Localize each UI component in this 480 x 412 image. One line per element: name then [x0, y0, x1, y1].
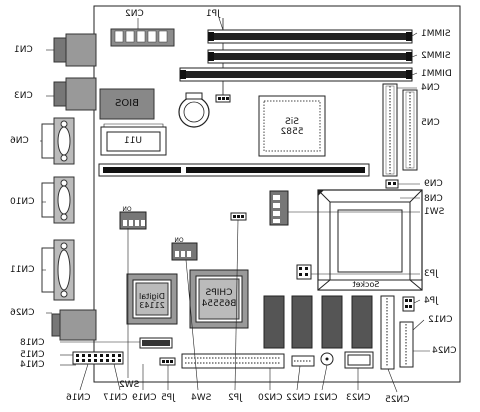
- sw2-switch: [119, 211, 147, 230]
- cn21-led: [320, 352, 334, 366]
- sw4-on-label: ON: [174, 237, 184, 244]
- label-cn1: CN1: [14, 45, 33, 55]
- label-cn5: CN5: [421, 118, 440, 128]
- memory-chips: [263, 295, 373, 349]
- label-cn14: CN14: [20, 360, 45, 370]
- cn14-16-headers: [72, 351, 124, 365]
- label-cn9: CN9: [424, 179, 443, 189]
- cn2-connector: [110, 28, 175, 47]
- cn26-port: [51, 309, 97, 341]
- sw1-switch: [269, 190, 289, 226]
- cpu-socket: [317, 189, 423, 291]
- cn25-connector: [380, 295, 395, 370]
- label-jp4: JP4: [424, 296, 438, 306]
- label-cn19: CN19: [132, 393, 157, 403]
- cn9-header: [385, 179, 399, 189]
- label-simm2: SIMM2: [421, 51, 451, 61]
- cn11-port: [41, 239, 75, 301]
- label-cn8: CN8: [424, 194, 443, 204]
- dimm1-slot: [179, 67, 413, 82]
- cn3-port: [53, 77, 97, 111]
- label-cn16: CN16: [66, 393, 91, 403]
- label-sw2: SW2: [119, 380, 140, 390]
- label-simm1: SIMM1: [421, 29, 451, 39]
- chips-label-line2: B65554: [201, 299, 237, 309]
- u11-chip: [100, 123, 167, 156]
- label-cn24: CN24: [432, 346, 457, 356]
- simm2-slot: [207, 49, 413, 64]
- jp5-jumper: [159, 357, 176, 366]
- digital-21143-chip: [126, 273, 178, 325]
- bios-label: BIOS: [114, 98, 140, 109]
- cn10-port: [41, 176, 75, 224]
- label-cn17: CN17: [103, 393, 128, 403]
- label-jp3: JP3: [424, 269, 438, 279]
- bios-chip: [99, 88, 155, 120]
- expansion-slot: [98, 163, 370, 177]
- sis-label-line1: SiS: [285, 117, 299, 127]
- jp2-jumper: [230, 212, 247, 221]
- label-cn3: CN3: [14, 91, 33, 101]
- label-cn2: CN2: [125, 9, 144, 19]
- label-dimm1: DIMM1: [421, 69, 452, 79]
- cn20-connector: [181, 353, 285, 369]
- digital-label-line1: Digital: [139, 292, 165, 301]
- label-jp5: JP5: [161, 393, 175, 403]
- chips-label-line1: CHIPS: [205, 288, 233, 298]
- cn18-header: [139, 337, 173, 349]
- cn1-port: [53, 33, 97, 67]
- label-sw4: SW4: [191, 393, 212, 403]
- sis-5582-chip: [258, 95, 326, 157]
- cn24-connector: [399, 321, 414, 368]
- label-cn26: CN26: [10, 308, 35, 318]
- label-jp1: JP1: [206, 9, 220, 19]
- digital-label-line2: 21143: [139, 301, 165, 310]
- u11-label: U11: [123, 136, 143, 146]
- label-cn18: CN18: [20, 338, 45, 348]
- label-leader-lines: [40, 17, 430, 393]
- label-cn20: CN20: [258, 393, 283, 403]
- cn5-connector: [402, 89, 418, 171]
- cn6-port: [41, 117, 75, 165]
- label-cn6: CN6: [10, 136, 29, 146]
- cn22-header: [291, 355, 315, 367]
- label-jp2: JP2: [228, 393, 242, 403]
- label-cn22: CN22: [286, 393, 311, 403]
- socket-label: Socket: [352, 280, 380, 289]
- label-cn11: CN11: [10, 265, 35, 275]
- sis-label-line2: 5582: [280, 127, 304, 137]
- jp3-jumper: [296, 264, 312, 280]
- label-sw1: SW1: [424, 207, 445, 217]
- label-cn15: CN15: [20, 350, 45, 360]
- label-cn25: CN25: [385, 395, 410, 405]
- simm1-slot: [207, 29, 413, 44]
- cn23-connector: [344, 351, 374, 369]
- label-cn23: CN23: [346, 393, 371, 403]
- battery-icon: [178, 92, 210, 128]
- label-cn12: CN12: [428, 315, 453, 325]
- label-cn10: CN10: [10, 197, 35, 207]
- label-cn4: CN4: [421, 83, 440, 93]
- chips-b65554-chip: [189, 269, 249, 329]
- cn4-connector: [382, 83, 398, 177]
- sw2-on-label: ON: [122, 206, 132, 213]
- label-cn21: CN21: [313, 393, 338, 403]
- jp4-jumper: [402, 296, 415, 312]
- sw4-switch: [171, 242, 198, 261]
